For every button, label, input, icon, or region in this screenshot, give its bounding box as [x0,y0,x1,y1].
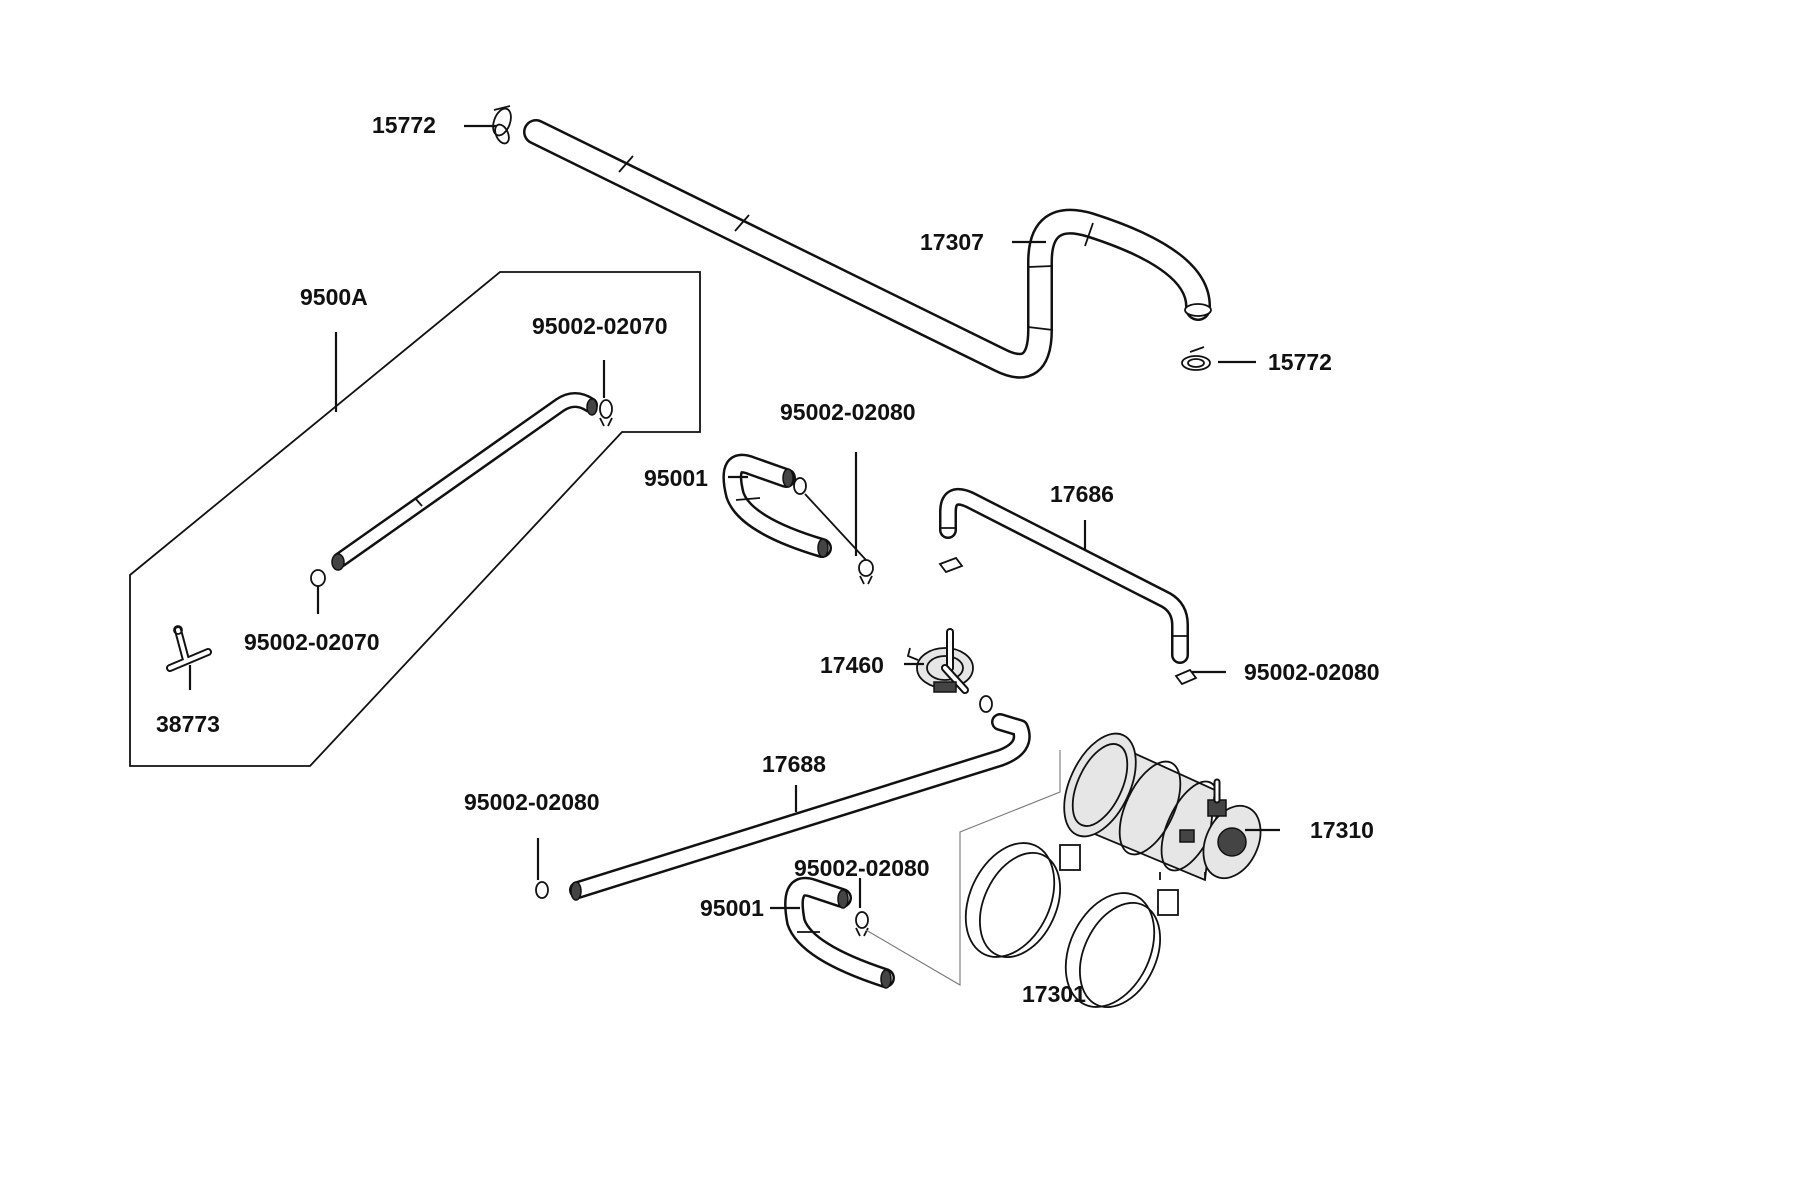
kit-hose [331,392,598,571]
t-fitting [166,625,212,672]
label-hose-17688: 17688 [762,751,826,777]
clip-valve [979,695,993,713]
clip-17686-left [938,556,964,574]
clip-17686-right [1174,668,1198,686]
hose-17688 [569,713,1031,901]
canister-17310 [1063,732,1262,882]
label-u-hose-lower: 95001 [700,895,764,921]
clip-u-lower [855,911,869,937]
kit-clip-bottom [310,569,326,587]
valve-17460 [906,628,974,694]
label-t-fitting: 38773 [156,711,220,737]
label-bands-17301: 17301 [1022,981,1086,1007]
label-kit-clip-top: 95002-02070 [532,313,668,339]
label-clip-15772-left: 15772 [372,112,436,138]
u-clip-upper-a [793,477,807,495]
hose-17686 [939,488,1189,664]
canister-leader-frame [865,750,1061,986]
label-hose-17307: 17307 [920,229,984,255]
kit-outline [129,271,701,767]
label-u-clip-upper: 95002-02080 [780,399,916,425]
clip-17688-left [535,881,549,899]
label-kit-9500a: 9500A [300,284,368,310]
leader-lines [188,124,1280,910]
u-clip-upper-b [858,559,874,585]
label-kit-clip-bottom: 95002-02070 [244,629,380,655]
label-hose-17686: 17686 [1050,481,1114,507]
label-clip-17688-left: 95002-02080 [464,789,600,815]
clip-15772-right [1181,346,1211,371]
clip-15772-left [492,105,512,145]
kit-clip-top [599,399,613,427]
u-hose-upper [722,453,832,558]
label-valve-17460: 17460 [820,652,884,678]
label-canister-17310: 17310 [1310,817,1374,843]
bands-17301 [964,842,1179,1009]
label-clip-15772-right: 15772 [1268,349,1332,375]
label-clip-17686-right: 95002-02080 [1244,659,1380,685]
label-u-hose-upper: 95001 [644,465,708,491]
hose-17307 [523,119,1212,379]
u-hose-lower [784,876,895,989]
label-clip-u-lower: 95002-02080 [794,855,930,881]
